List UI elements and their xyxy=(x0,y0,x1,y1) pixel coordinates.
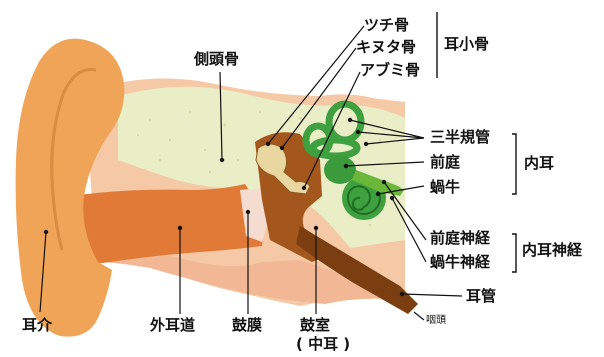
label-cochlear-nerve: 蝸牛神経 xyxy=(430,255,490,270)
label-inner-ear: 内耳 xyxy=(524,156,554,171)
vestibule-shape xyxy=(324,156,356,184)
label-pharynx: 咽頭 xyxy=(426,316,446,326)
label-eustachian-tube: 耳管 xyxy=(466,289,496,304)
label-tsuchi: ツチ骨 xyxy=(364,18,409,33)
label-temporal-bone: 側頭骨 xyxy=(194,52,239,67)
label-ear-canal: 外耳道 xyxy=(150,318,195,333)
inner-ear-bracket xyxy=(512,134,516,194)
label-vestibular-nerve: 前庭神経 xyxy=(430,231,490,246)
label-middle-ear-note: ( 中耳 ) xyxy=(296,337,350,352)
label-eardrum: 鼓膜 xyxy=(232,318,262,333)
label-ossicles-group: 耳小骨 xyxy=(444,37,489,52)
label-cochlea: 蝸牛 xyxy=(430,180,460,195)
label-canals: 三半規管 xyxy=(430,130,490,145)
label-tympanic-cavity: 鼓室 xyxy=(300,318,330,333)
label-inner-ear-nerve: 内耳神経 xyxy=(522,243,582,258)
label-abumi: アブミ骨 xyxy=(360,63,420,78)
label-auricle: 耳介 xyxy=(22,318,52,333)
inner-nerve-bracket xyxy=(512,234,516,272)
label-vestibule: 前庭 xyxy=(430,155,460,170)
label-kinuta: キヌタ骨 xyxy=(356,40,416,55)
